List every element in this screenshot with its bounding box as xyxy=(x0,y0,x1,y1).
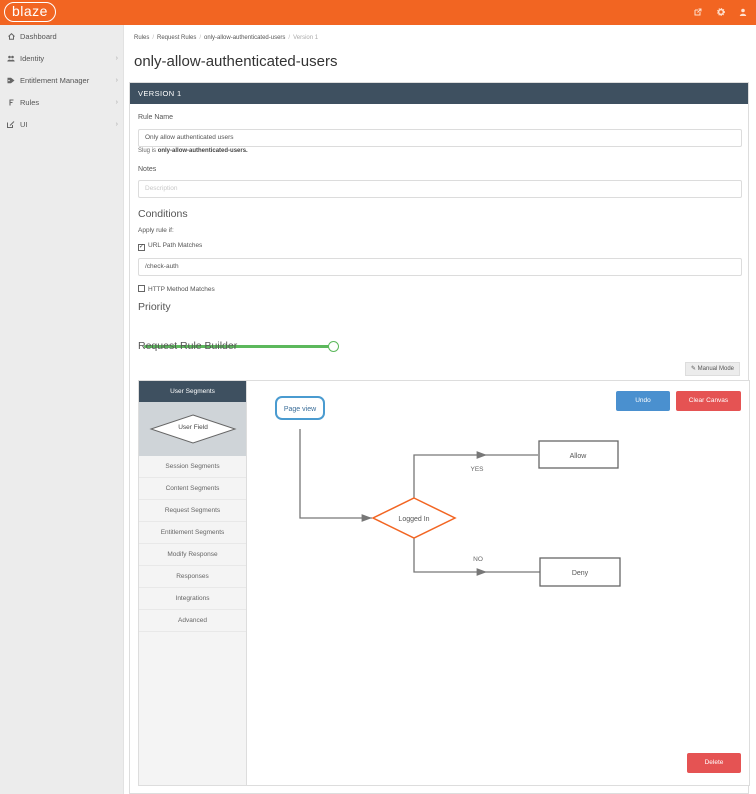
clear-canvas-button[interactable]: Clear Canvas xyxy=(676,391,741,411)
segment-palette: User Segments User Field Session Segment… xyxy=(139,381,247,785)
builder-heading: Request Rule Builder xyxy=(138,340,238,352)
sidebar-item-label: Entitlement Manager xyxy=(20,76,90,85)
top-navbar: blaze xyxy=(0,0,756,25)
priority-slider-handle[interactable] xyxy=(328,341,339,352)
priority-heading: Priority xyxy=(138,301,171,313)
breadcrumb-request-rules[interactable]: Request Rules xyxy=(157,35,197,41)
conditions-heading: Conditions xyxy=(138,208,188,220)
palette-item[interactable]: Request Segments xyxy=(139,500,246,522)
connector-start-decision xyxy=(299,429,372,522)
start-node-label: Page view xyxy=(284,406,317,413)
palette-item[interactable]: Entitlement Segments xyxy=(139,522,246,544)
user-icon[interactable] xyxy=(734,3,752,21)
slug-text: Slug is only-allow-authenticated-users. xyxy=(138,148,248,154)
breadcrumb-rules[interactable]: Rules xyxy=(134,35,150,41)
url-path-input[interactable]: /check-auth xyxy=(138,258,742,276)
decision-node-label: Logged In xyxy=(398,516,429,523)
apply-rule-label: Apply rule if: xyxy=(138,227,174,234)
sidebar-item-label: Rules xyxy=(20,98,40,107)
checkbox-unchecked-icon xyxy=(138,285,145,292)
panel-title: VERSION 1 xyxy=(130,83,748,104)
checkbox-checked-icon: ✓ xyxy=(138,244,145,251)
rule-name-input[interactable]: Only allow authenticated users xyxy=(138,129,742,147)
breadcrumb: Rules/Request Rules/only-allow-authentic… xyxy=(134,35,319,41)
tag-icon xyxy=(6,70,16,94)
user-field-shape[interactable]: User Field xyxy=(139,402,246,456)
notes-input[interactable]: Description xyxy=(138,180,742,198)
decision-node xyxy=(371,497,457,539)
sidebar-item-label: Dashboard xyxy=(20,32,57,41)
flow-canvas[interactable]: Page view Logged In Allow Deny YES NO Un… xyxy=(247,381,749,785)
home-icon xyxy=(6,26,16,50)
palette-tab-user-segments[interactable]: User Segments xyxy=(139,381,246,402)
sidebar-item-dashboard[interactable]: Dashboard xyxy=(0,26,123,48)
page-title: only-allow-authenticated-users xyxy=(134,53,338,70)
connector-yes xyxy=(413,451,487,498)
blaze-logo[interactable]: blaze xyxy=(4,2,56,22)
edit-icon xyxy=(6,114,16,138)
users-icon xyxy=(6,48,16,72)
palette-item[interactable]: Content Segments xyxy=(139,478,246,500)
yes-label: YES xyxy=(470,466,484,473)
sidebar-item-identity[interactable]: Identity › xyxy=(0,48,123,70)
allow-node-label: Allow xyxy=(570,453,588,460)
chevron-right-icon: › xyxy=(115,121,118,128)
sidebar-item-label: Identity xyxy=(20,54,45,63)
connector-no xyxy=(413,538,487,576)
priority-slider-track[interactable] xyxy=(144,345,333,348)
slug-value: only-allow-authenticated-users. xyxy=(157,148,248,154)
version-panel: VERSION 1 Rule Name Only allow authentic… xyxy=(129,82,750,794)
palette-item[interactable]: Responses xyxy=(139,566,246,588)
flow-diagram: Page view Logged In Allow Deny YES NO xyxy=(275,396,621,587)
start-node xyxy=(275,396,325,420)
chevron-right-icon: › xyxy=(115,99,118,106)
notes-label: Notes xyxy=(138,166,157,173)
sidebar-item-label: UI xyxy=(20,120,28,129)
palette-item[interactable]: Advanced xyxy=(139,610,246,632)
http-method-checkbox[interactable]: HTTP Method Matches xyxy=(138,285,215,293)
external-link-icon[interactable] xyxy=(689,3,707,21)
sidebar-item-ui[interactable]: UI › xyxy=(0,114,123,136)
sidebar-item-rules[interactable]: Rules › xyxy=(0,92,123,114)
url-path-checkbox[interactable]: ✓URL Path Matches xyxy=(138,242,203,251)
palette-item[interactable]: Modify Response xyxy=(139,544,246,566)
gear-icon[interactable] xyxy=(712,3,730,21)
chevron-right-icon: › xyxy=(115,77,118,84)
sidebar-item-entitlement-manager[interactable]: Entitlement Manager › xyxy=(0,70,123,92)
breadcrumb-current: Version 1 xyxy=(293,35,319,41)
sidebar: Dashboard Identity › Entitlement Manager… xyxy=(0,25,124,794)
palette-item[interactable]: Integrations xyxy=(139,588,246,610)
user-field-label: User Field xyxy=(178,424,208,431)
wrench-icon: ✎ xyxy=(690,366,696,372)
chevron-right-icon: › xyxy=(115,55,118,62)
deny-node xyxy=(539,557,621,587)
main-content: Rules/Request Rules/only-allow-authentic… xyxy=(124,25,756,794)
rule-name-label: Rule Name xyxy=(138,114,174,121)
manual-mode-button[interactable]: ✎ Manual Mode xyxy=(684,362,740,376)
no-label: NO xyxy=(473,556,483,563)
rule-builder: User Segments User Field Session Segment… xyxy=(138,380,750,786)
undo-button[interactable]: Undo xyxy=(616,391,670,411)
allow-node xyxy=(538,440,619,469)
breadcrumb-rule[interactable]: only-allow-authenticated-users xyxy=(204,35,286,41)
palette-item[interactable]: Session Segments xyxy=(139,456,246,478)
delete-button[interactable]: Delete xyxy=(687,753,741,773)
deny-node-label: Deny xyxy=(572,570,589,577)
rules-icon xyxy=(6,92,16,116)
